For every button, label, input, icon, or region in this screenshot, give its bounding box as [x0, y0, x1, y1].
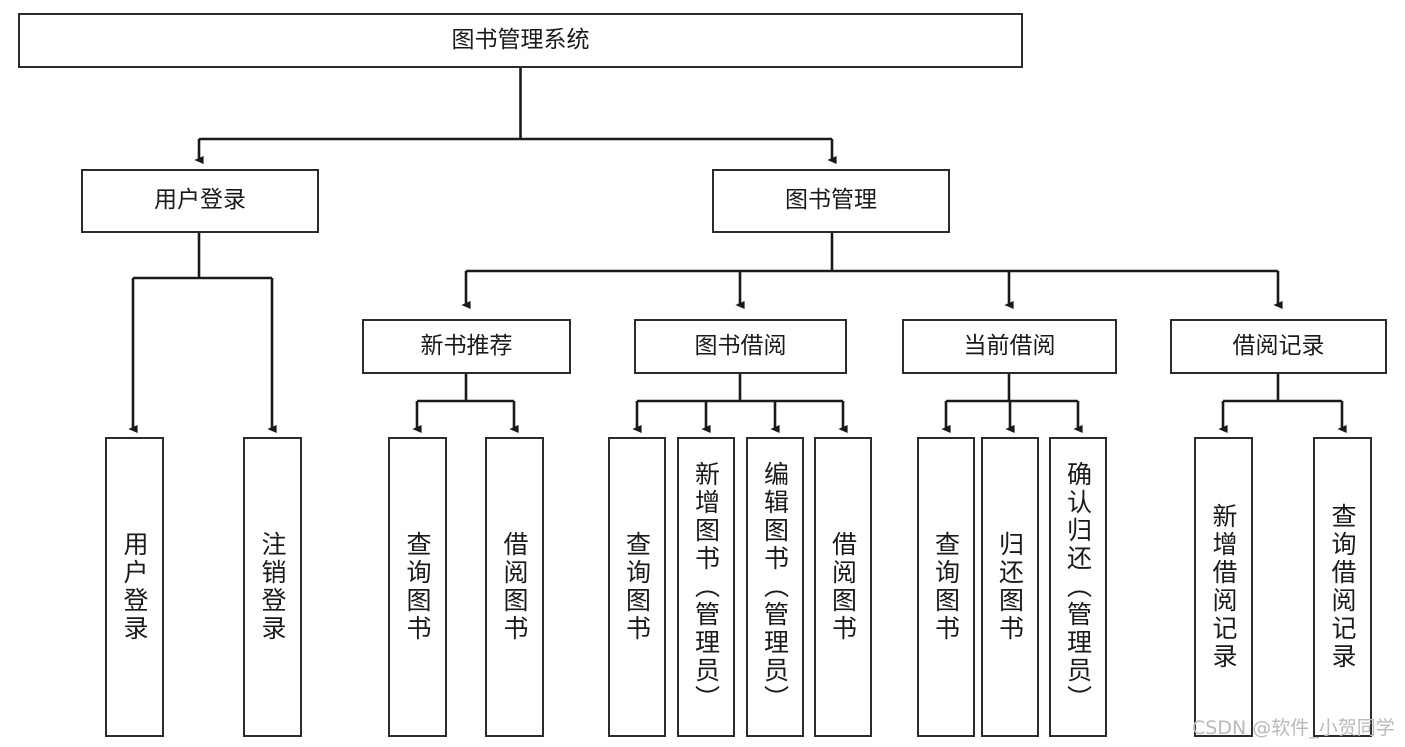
- node-leaf-query-book-2[interactable]: 查询图书: [608, 437, 666, 737]
- node-leaf-add-book-label: 新增图书（管理员）: [691, 461, 721, 713]
- node-leaf-user-login[interactable]: 用户登录: [105, 437, 164, 737]
- node-new-book-rec[interactable]: 新书推荐: [362, 319, 571, 374]
- node-user-login-label: 用户登录: [154, 187, 246, 214]
- node-leaf-confirm-return[interactable]: 确认归还（管理员）: [1049, 437, 1107, 737]
- node-borrow-record[interactable]: 借阅记录: [1170, 319, 1387, 374]
- node-leaf-borrow-book-2-label: 借阅图书: [828, 531, 858, 643]
- node-leaf-user-login-label: 用户登录: [120, 531, 149, 643]
- node-book-borrow-label: 图书借阅: [694, 332, 787, 359]
- node-leaf-query-book-2-label: 查询图书: [622, 531, 652, 643]
- node-leaf-return-book[interactable]: 归还图书: [981, 437, 1039, 737]
- node-user-login[interactable]: 用户登录: [81, 169, 319, 233]
- node-leaf-add-record-label: 新增借阅记录: [1209, 503, 1238, 671]
- node-leaf-query-book-3-label: 查询图书: [931, 531, 961, 643]
- node-root[interactable]: 图书管理系统: [18, 13, 1023, 68]
- node-new-book-rec-label: 新书推荐: [420, 332, 513, 359]
- node-leaf-return-book-label: 归还图书: [995, 531, 1025, 643]
- node-leaf-query-book-1-label: 查询图书: [403, 531, 432, 643]
- node-leaf-query-book-1[interactable]: 查询图书: [388, 437, 447, 737]
- node-leaf-edit-book[interactable]: 编辑图书（管理员）: [746, 437, 804, 737]
- node-current-borrow-label: 当前借阅: [963, 332, 1056, 359]
- node-leaf-add-book[interactable]: 新增图书（管理员）: [677, 437, 735, 737]
- node-leaf-query-record-label: 查询借阅记录: [1328, 503, 1357, 671]
- node-book-manage-label: 图书管理: [785, 187, 877, 214]
- node-leaf-edit-book-label: 编辑图书（管理员）: [760, 461, 790, 713]
- node-leaf-query-book-3[interactable]: 查询图书: [917, 437, 975, 737]
- csdn-watermark: CSDN @软件_小贺同学: [1192, 717, 1395, 739]
- node-leaf-query-record[interactable]: 查询借阅记录: [1313, 437, 1372, 737]
- node-current-borrow[interactable]: 当前借阅: [902, 319, 1117, 374]
- node-book-borrow[interactable]: 图书借阅: [634, 319, 847, 374]
- node-leaf-logout-label: 注销登录: [258, 531, 287, 643]
- node-borrow-record-label: 借阅记录: [1232, 332, 1325, 359]
- node-leaf-borrow-book-1[interactable]: 借阅图书: [485, 437, 544, 737]
- node-book-manage[interactable]: 图书管理: [712, 169, 950, 233]
- node-root-label: 图书管理系统: [451, 26, 590, 53]
- node-leaf-borrow-book-2[interactable]: 借阅图书: [814, 437, 872, 737]
- node-leaf-confirm-return-label: 确认归还（管理员）: [1063, 461, 1093, 713]
- node-leaf-borrow-book-1-label: 借阅图书: [500, 531, 529, 643]
- node-leaf-add-record[interactable]: 新增借阅记录: [1194, 437, 1253, 737]
- node-leaf-logout[interactable]: 注销登录: [243, 437, 302, 737]
